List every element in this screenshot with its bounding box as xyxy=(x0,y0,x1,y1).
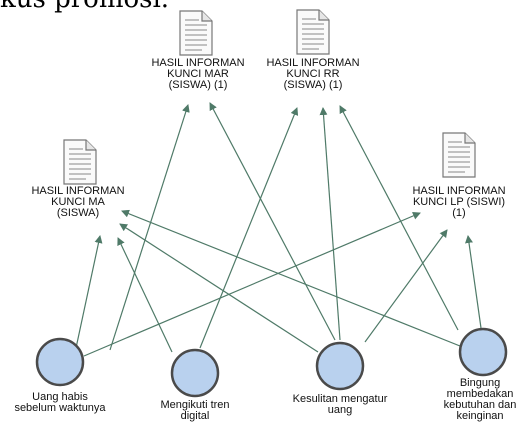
edge-sulit-rr xyxy=(319,107,341,341)
code-node-bingung[interactable] xyxy=(458,327,508,377)
edge-tren-ma xyxy=(117,237,173,353)
document-label-ma[interactable]: HASIL INFORMAN KUNCI MA (SISWA) xyxy=(31,185,125,219)
document-label-rr[interactable]: HASIL INFORMAN KUNCI RR (SISWA) (1) xyxy=(266,57,360,91)
edge-uang-ma xyxy=(75,235,103,349)
code-label-bingung[interactable]: Bingung membedakan kebutuhan dan keingin… xyxy=(443,377,517,422)
code-node-tren[interactable] xyxy=(170,348,220,398)
edge-sulit-mar xyxy=(209,102,336,341)
document-label-mar[interactable]: HASIL INFORMAN KUNCI MAR (SISWA) (1) xyxy=(151,57,245,91)
edge-bingung-lp xyxy=(465,235,482,329)
edge-tren-rr xyxy=(199,107,299,349)
document-icon-mar xyxy=(179,10,213,56)
header-partial-text: kus promosi. xyxy=(0,0,169,14)
edge-bingung-rr xyxy=(339,105,459,331)
code-label-sulit[interactable]: Kesulitan mengatur uang xyxy=(292,393,388,416)
edge-tren-mar xyxy=(109,104,190,351)
document-icon-ma xyxy=(63,139,97,185)
code-node-sulit[interactable] xyxy=(315,341,365,391)
document-icon-rr xyxy=(296,9,330,55)
edge-uang-lp xyxy=(83,212,421,357)
document-label-lp[interactable]: HASIL INFORMAN KUNCI LP (SISWI) (1) xyxy=(412,185,506,219)
code-node-uang[interactable] xyxy=(35,337,85,387)
document-icon-lp xyxy=(442,132,476,178)
edge-sulit-ma xyxy=(119,223,319,353)
code-label-uang[interactable]: Uang habis sebelum waktunya xyxy=(14,391,106,414)
edge-sulit-lp xyxy=(364,229,448,343)
edge-bingung-ma xyxy=(121,209,471,351)
code-label-tren[interactable]: Mengikuti tren digital xyxy=(160,399,230,422)
